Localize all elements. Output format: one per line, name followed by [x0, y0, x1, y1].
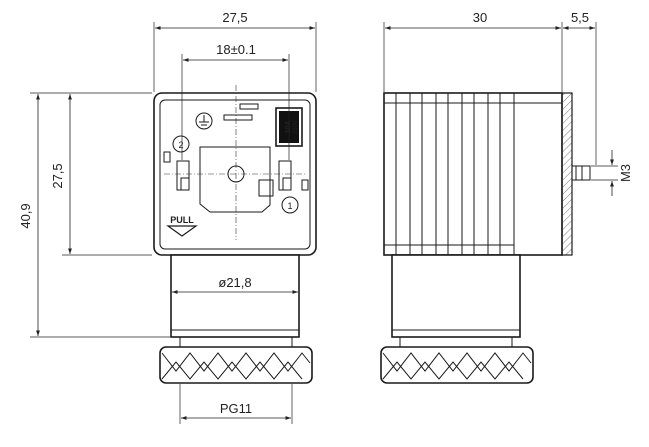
side-cable-gland [391, 254, 521, 338]
dim-flange-thickness: 5,5 [563, 10, 597, 165]
center-screw-hole [227, 165, 245, 183]
front-knurled-nut [159, 336, 313, 384]
front-height-label: 27,5 [50, 163, 65, 188]
side-view: 30 5,5 M3 [380, 10, 633, 384]
dim-pin-spacing: 18±0.1 [181, 42, 290, 160]
pull-marking: PULL [166, 215, 198, 237]
pin-slot-right-inner [282, 177, 292, 191]
rating-current-text: 10A [285, 121, 292, 134]
dim-front-height: 27,5 [50, 94, 152, 256]
top-contact-slot [239, 103, 259, 110]
front-width-label: 27,5 [222, 10, 247, 25]
contact-insert [199, 146, 271, 213]
contact-2-marker-icon: 2 [172, 135, 190, 153]
pin-slot-left-inner [180, 177, 190, 191]
front-cable-gland [170, 254, 300, 338]
contact-block [258, 179, 274, 197]
thread-label: PG11 [220, 401, 252, 416]
screw-thread-label: M3 [618, 164, 633, 182]
pull-text: PULL [170, 215, 194, 225]
side-housing [383, 92, 563, 256]
side-depth-label: 30 [473, 10, 487, 25]
dim-thread: PG11 [179, 384, 293, 424]
rating-voltage-text: 250V [293, 120, 299, 134]
side-screw [571, 165, 591, 181]
overall-height-label: 40,9 [18, 203, 33, 228]
cable-diameter-label: ø21,8 [218, 275, 251, 290]
right-edge-notch [301, 179, 309, 191]
svg-text:2: 2 [178, 140, 183, 150]
dim-side-depth: 30 [383, 10, 563, 92]
contact-1-marker-icon: 1 [281, 196, 299, 214]
ground-terminal-icon [195, 112, 213, 130]
dim-front-width: 27,5 [153, 10, 317, 92]
dim-cable-diameter: ø21,8 [172, 275, 298, 294]
dim-screw-thread: M3 [591, 150, 633, 196]
pin-spacing-label: 18±0.1 [216, 42, 256, 57]
side-knurled-nut [380, 336, 534, 384]
front-view: 2 1 10A 250V PULL [18, 10, 317, 424]
dim-overall-height: 40,9 [18, 92, 170, 338]
ground-contact-slot [223, 114, 253, 121]
side-flange [561, 92, 573, 256]
left-edge-notch [163, 151, 171, 163]
flange-thickness-label: 5,5 [571, 10, 589, 25]
svg-text:1: 1 [287, 201, 292, 211]
pull-arrow-icon [166, 225, 198, 237]
front-inner-frame [159, 99, 311, 250]
